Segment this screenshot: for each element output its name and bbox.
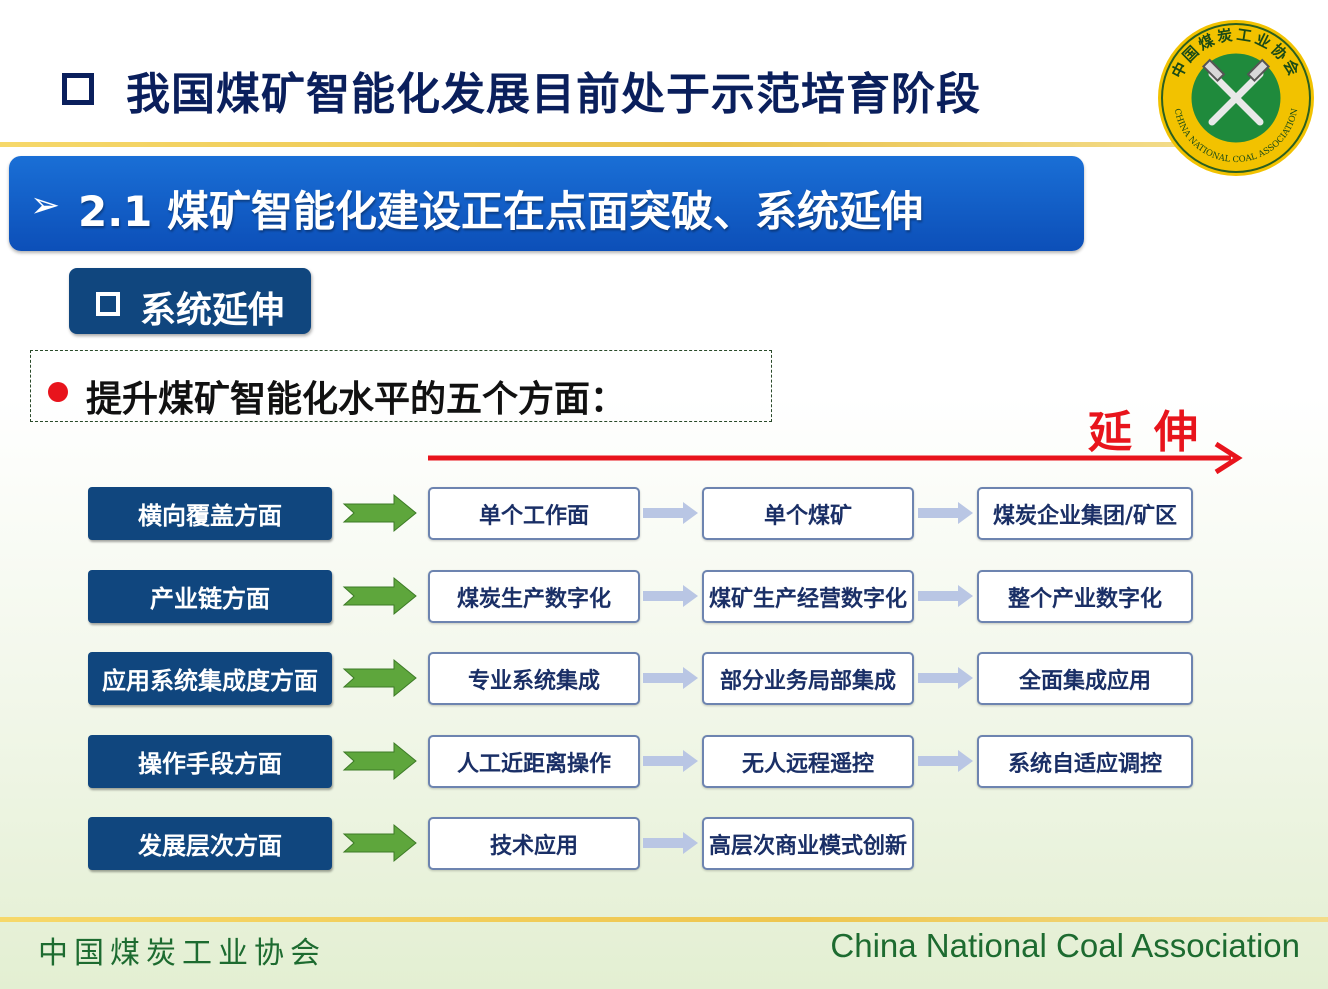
step-production-digitalization: 煤炭生产数字化: [428, 570, 640, 623]
subsection-title: 系统延伸: [140, 290, 285, 331]
subsection-bullet-square-icon: [96, 292, 120, 316]
step-manual-operation: 人工近距离操作: [428, 735, 640, 788]
green-arrow-icon: [342, 823, 417, 863]
red-bullet-icon: [48, 382, 68, 402]
section-title: 2.1 煤矿智能化建设正在点面突破、系统延伸: [78, 187, 924, 236]
category-development-level: 发展层次方面: [88, 817, 332, 870]
light-blue-arrow-icon: [918, 585, 973, 607]
section-banner: [9, 156, 1084, 251]
step-technology-application: 技术应用: [428, 817, 640, 870]
coal-association-logo: 中国煤炭工业协会 CHINA NATIONAL COAL ASSOCIATION: [1158, 20, 1314, 176]
light-blue-arrow-icon: [918, 750, 973, 772]
category-industry-chain: 产业链方面: [88, 570, 332, 623]
light-blue-arrow-icon: [643, 667, 698, 689]
green-arrow-icon: [342, 493, 417, 533]
extension-label: 延伸: [1088, 407, 1220, 458]
step-adaptive-control: 系统自适应调控: [977, 735, 1193, 788]
green-arrow-icon: [342, 576, 417, 616]
light-blue-arrow-icon: [918, 667, 973, 689]
title-bullet-square-icon: [62, 73, 94, 105]
light-blue-arrow-icon: [643, 585, 698, 607]
subsection-tag: [69, 268, 311, 334]
step-single-workface: 单个工作面: [428, 487, 640, 540]
green-arrow-icon: [342, 741, 417, 781]
page-title: 我国煤矿智能化发展目前处于示范培育阶段: [126, 69, 981, 120]
step-operation-digitalization: 煤矿生产经营数字化: [702, 570, 914, 623]
header-divider: [0, 142, 1190, 147]
footer-org-en: China National Coal Association: [830, 927, 1300, 964]
step-single-mine: 单个煤矿: [702, 487, 914, 540]
footer-divider: [0, 917, 1328, 922]
green-arrow-icon: [342, 658, 417, 698]
section-bullet-icon: ➢: [30, 185, 61, 226]
footer-org-cn: 中国煤炭工业协会: [38, 936, 326, 971]
category-system-integration: 应用系统集成度方面: [88, 652, 332, 705]
step-industry-digitalization: 整个产业数字化: [977, 570, 1193, 623]
category-horizontal-coverage: 横向覆盖方面: [88, 487, 332, 540]
category-operation-means: 操作手段方面: [88, 735, 332, 788]
light-blue-arrow-icon: [643, 502, 698, 524]
step-partial-integration: 部分业务局部集成: [702, 652, 914, 705]
light-blue-arrow-icon: [918, 502, 973, 524]
step-remote-control: 无人远程遥控: [702, 735, 914, 788]
light-blue-arrow-icon: [643, 750, 698, 772]
step-enterprise-group: 煤炭企业集团/矿区: [977, 487, 1193, 540]
step-business-model-innovation: 高层次商业模式创新: [702, 817, 914, 870]
step-professional-integration: 专业系统集成: [428, 652, 640, 705]
light-blue-arrow-icon: [643, 832, 698, 854]
extension-arrow-icon: [428, 441, 1243, 475]
step-full-integration: 全面集成应用: [977, 652, 1193, 705]
note-text: 提升煤矿智能化水平的五个方面：: [86, 379, 627, 420]
note-box: [30, 350, 772, 422]
